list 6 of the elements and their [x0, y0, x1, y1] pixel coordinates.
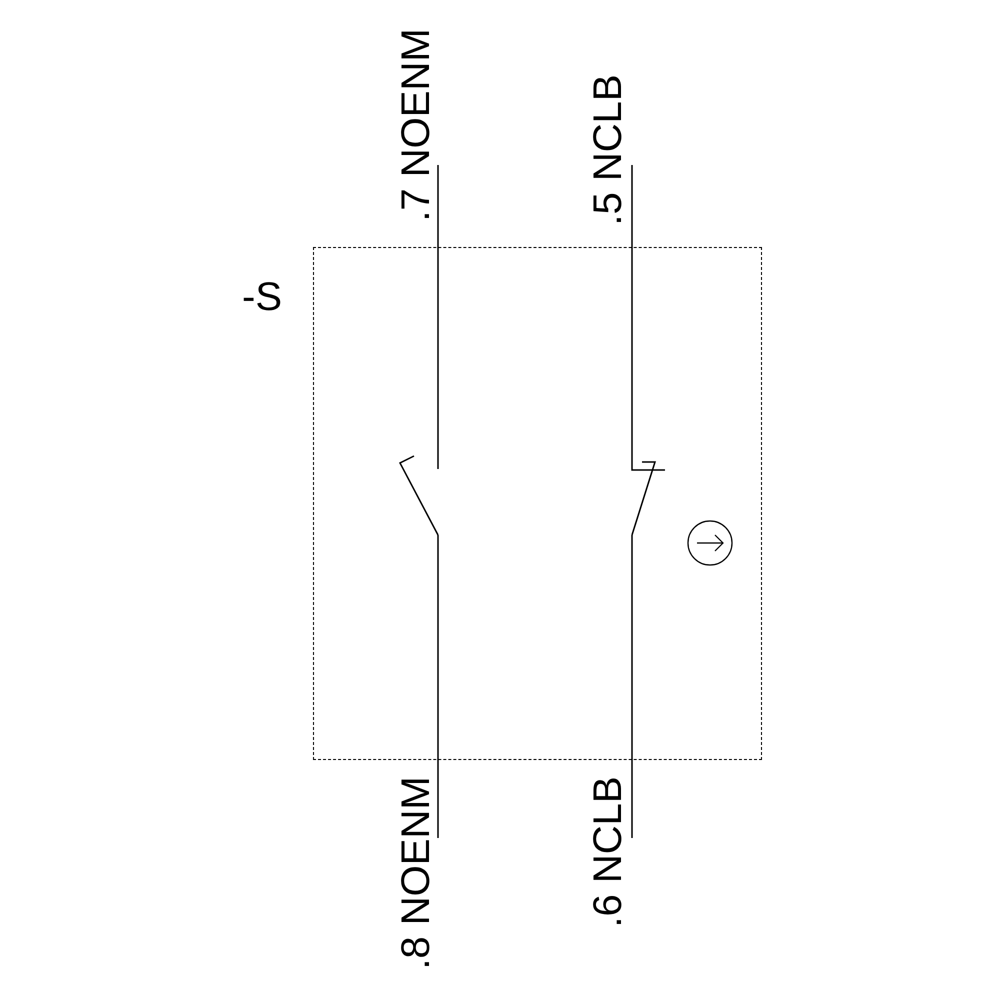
dashed-enclosure	[313, 247, 762, 760]
terminal-label: .5 NCLB	[588, 74, 628, 226]
terminal-label: .7 NOENM	[396, 28, 436, 222]
terminal-label: .8 NOENM	[396, 776, 436, 970]
device-tag: -S	[242, 277, 282, 317]
terminal-label: .6 NCLB	[588, 776, 628, 928]
